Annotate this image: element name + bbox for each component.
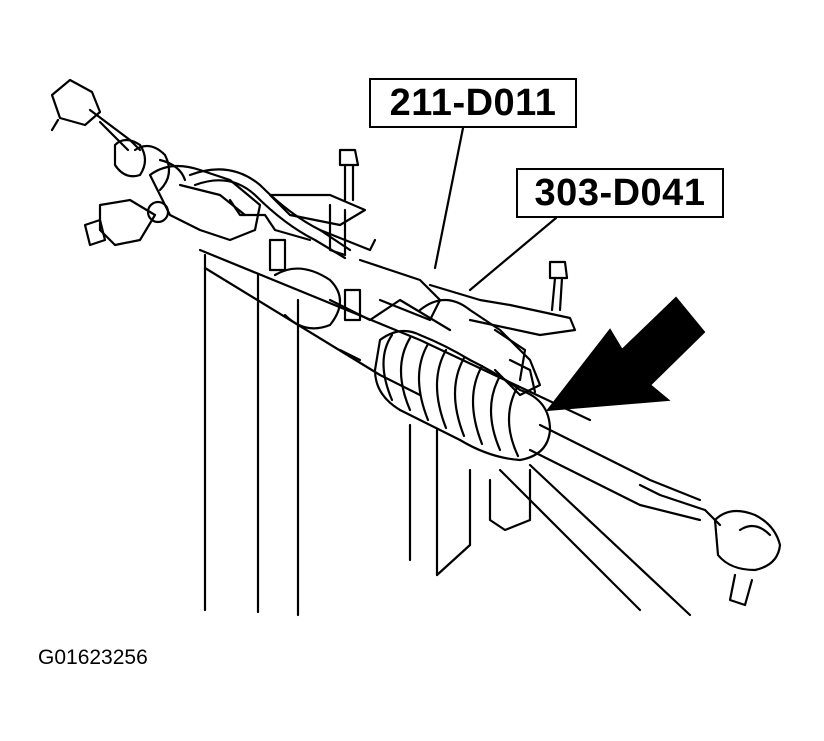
support-stand (203, 253, 532, 617)
leader-lines (433, 126, 558, 292)
figure-id: G01623256 (38, 646, 148, 669)
bellows-boot (373, 329, 552, 462)
right-tie-rod (498, 423, 782, 617)
callout-label-303-d041: 303-D041 (516, 168, 724, 218)
valve-body (83, 164, 362, 322)
mounting-tool (268, 148, 577, 397)
rack-housing (198, 248, 592, 422)
callout-label-211-d011: 211-D011 (369, 78, 577, 128)
direction-arrow-icon (545, 296, 706, 412)
left-tie-rod (50, 78, 187, 192)
